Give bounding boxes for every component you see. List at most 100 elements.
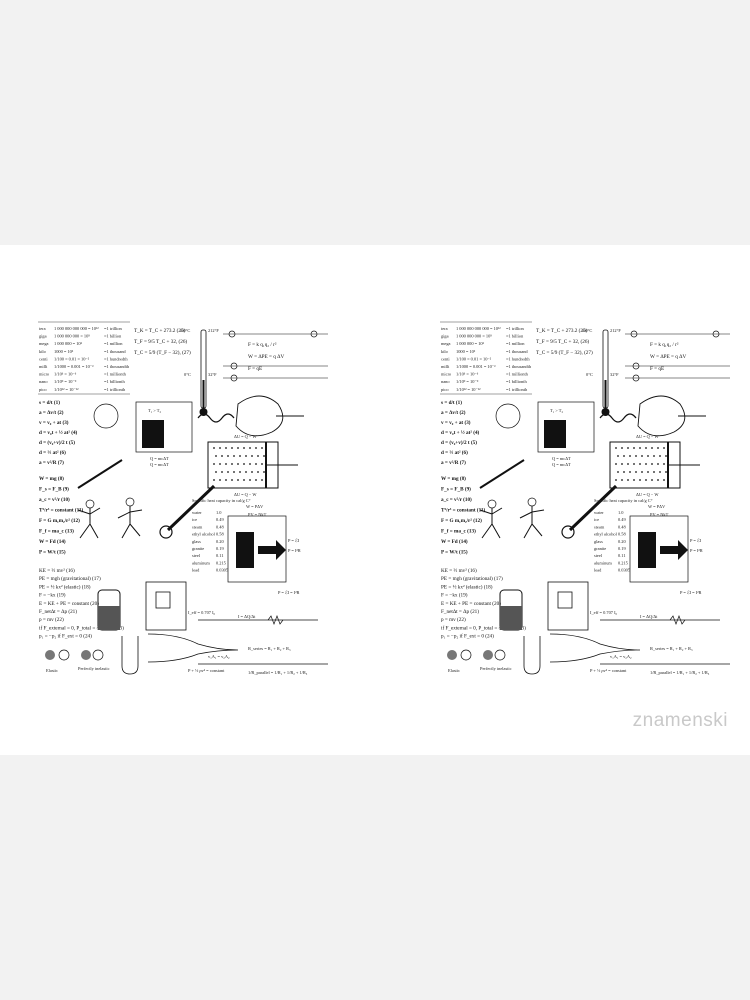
gas-particle	[639, 447, 641, 449]
temperature-equation: T_K = T_C + 273.2 (25)	[134, 327, 186, 334]
prefix-meaning: =1 billionth	[506, 379, 527, 384]
specific-heat-table: Specific heat capacity in cal/g C° water…	[594, 498, 653, 573]
heat-value: 0.19	[216, 546, 224, 551]
heat-material: lead	[594, 568, 602, 573]
gas-particle	[263, 471, 265, 473]
q-mcdt-label: Q = mcΔT	[552, 456, 571, 461]
prefix-meaning: =1 millionth	[506, 372, 529, 377]
kinematics-equations: s = d/t (1)a = Δv/t (2)v = v₀ + at (3)d …	[39, 399, 78, 466]
prefix-meaning: =1 hundredth	[506, 356, 530, 361]
gas-particle	[245, 471, 247, 473]
first-law-label: ΔU = Q − W	[234, 434, 257, 439]
coulomb-charges-drawing	[625, 330, 730, 382]
prefix-value: 1/100 = 0.01 = 10⁻²	[54, 356, 90, 361]
rotating-rod-drawing	[479, 459, 525, 489]
heat-value: 0.11	[618, 553, 626, 558]
dynamics-equation: F = G m₁m₂/r² (12)	[39, 517, 80, 524]
gas-particle	[249, 479, 251, 481]
energy-equation: PE = ½ kx² (elastic) (18)	[39, 583, 91, 590]
gas-particle	[639, 463, 641, 465]
wrench-torque-drawing	[159, 484, 216, 539]
prefix-meaning: =1 thousandth	[104, 364, 130, 369]
heat-value: 0.11	[216, 553, 224, 558]
dynamics-equation: W = mg (8)	[39, 475, 64, 482]
heat-material: ice	[594, 517, 599, 522]
electric-field-equations: F = k q₁q₂ / r²W = ΔPE = q ΔVF = qE	[248, 342, 284, 372]
first-law-label: ΔU = Q − W	[636, 434, 659, 439]
gas-particle	[237, 447, 239, 449]
formula-text: R_series = R₁ + R₂ + R₃	[248, 646, 291, 651]
gas-particle	[653, 471, 655, 473]
boil-c-label: 100°C	[581, 328, 592, 333]
venturi-tube-drawing	[549, 633, 641, 663]
heat-value: 0.0305	[618, 568, 631, 573]
gas-particle	[213, 463, 215, 465]
fluid-cylinder-drawing	[97, 581, 187, 631]
circuit-drawing	[600, 615, 730, 665]
prefix-value: 1 000 000 000 = 10⁹	[456, 334, 492, 339]
gas-particle	[239, 471, 241, 473]
dynamics-equation: F_f = ma_c (13)	[39, 528, 74, 535]
prefix-name: giga	[441, 334, 449, 339]
formula-text: I_eff = 0.707 I₀	[590, 610, 618, 615]
energy-equation: if F_external = 0, P_total = constant (2…	[441, 624, 526, 631]
gas-particle	[641, 471, 643, 473]
kinematics-equation: a = Δv/t (2)	[441, 409, 466, 416]
prefix-meaning: =1 million	[104, 341, 123, 346]
gas-particle	[621, 479, 623, 481]
kinematics-equation: d = v₀t + ½ at² (4)	[39, 429, 78, 436]
gas-particle	[635, 471, 637, 473]
heat-material: lead	[192, 568, 200, 573]
gas-particle	[219, 463, 221, 465]
gas-particle	[219, 447, 221, 449]
electric-field-equations: F = k q₁q₂ / r²W = ΔPE = q ΔVF = qE	[650, 342, 686, 372]
formula-text: ΔU = Q − W	[234, 492, 257, 497]
elastic-label: Elastic	[46, 668, 58, 673]
freeze-c-label: 0°C	[184, 372, 191, 377]
gas-particle	[633, 447, 635, 449]
formula-text: ΔU = Q − W	[636, 492, 659, 497]
prefix-value: 1/1000 = 0.001 = 10⁻³	[54, 364, 94, 369]
coulomb-charges-drawing	[223, 330, 328, 382]
formula-text: P + ½ ρv² = constant	[188, 668, 225, 673]
gas-particle	[215, 471, 217, 473]
heat-value: 0.20	[618, 539, 626, 544]
formula-text: P + ½ ρv² = constant	[590, 668, 627, 673]
gas-particle	[615, 479, 617, 481]
heat-value: 0.49	[618, 517, 626, 522]
kinematics-equation: a = v²/R (7)	[39, 459, 64, 466]
dynamics-equation: W = Fd (14)	[441, 538, 468, 545]
gas-particle	[261, 479, 263, 481]
gas-particle	[645, 447, 647, 449]
prefix-name: micro	[441, 372, 452, 377]
kinematics-equation: d = (v₀+v)/2 t (5)	[441, 439, 477, 446]
formula-text: P = ℰI = I²R	[278, 590, 300, 595]
manometer-drawing	[523, 636, 541, 675]
specific-heat-title: Specific heat capacity in cal/g C°	[192, 498, 251, 503]
heat-material: granite	[192, 546, 204, 551]
heat-box-drawing: T₁ > T₂ Q = mcΔT	[537, 401, 595, 461]
gas-particle	[257, 471, 259, 473]
gas-particle	[227, 455, 229, 457]
prefix-name: centi	[441, 356, 450, 361]
venturi-tube-drawing	[147, 633, 239, 663]
inelastic-label: Perfectly inelastic	[78, 666, 110, 671]
gas-particle	[659, 455, 661, 457]
temperature-equations: T_K = T_C + 273.2 (25)T_F = 9/5 T_C + 32…	[134, 327, 191, 356]
heat-value: 0.215	[216, 560, 227, 565]
gas-particle	[261, 463, 263, 465]
gas-particle	[627, 447, 629, 449]
gas-particle	[225, 479, 227, 481]
prefix-value: 1/10⁶ = 10⁻⁶	[54, 372, 77, 377]
gas-particle	[665, 471, 667, 473]
formula-text: PV = NkT	[650, 512, 669, 517]
energy-equation: F = −kx (19)	[441, 592, 468, 599]
temperature-equation: T_C = 5/9 (T_F − 32), (27)	[134, 349, 191, 356]
energy-equation: PE = ½ kx² (elastic) (18)	[441, 583, 493, 590]
energy-equation: PE = mgh (gravitational) (17)	[441, 575, 503, 582]
prefix-name: nano	[441, 379, 450, 384]
gas-particle	[633, 479, 635, 481]
energy-equation: KE = ½ mv² (16)	[39, 567, 75, 574]
